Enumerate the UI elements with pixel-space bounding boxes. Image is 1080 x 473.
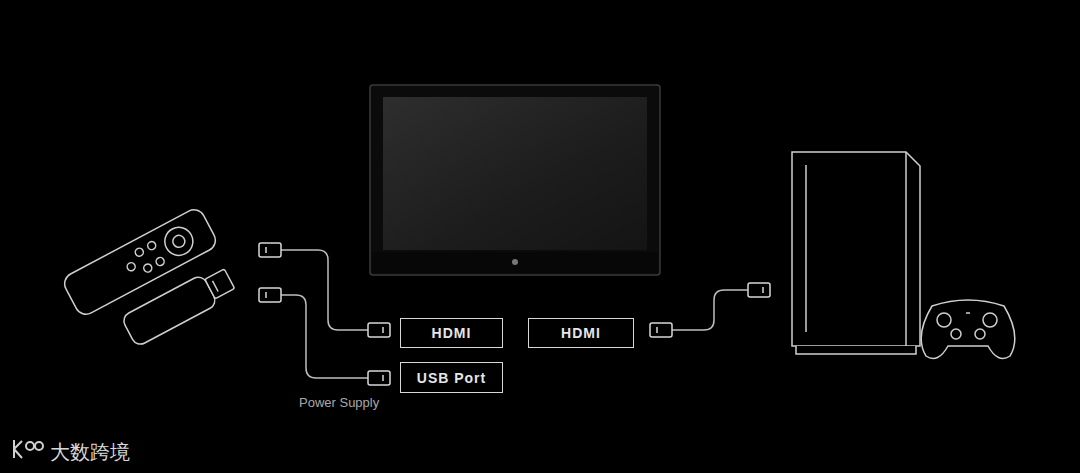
port-label: USB Port: [417, 370, 486, 386]
power-label: Power Supply: [299, 395, 379, 410]
cables: [281, 250, 748, 378]
game-console: [792, 152, 920, 354]
port-label: HDMI: [561, 325, 601, 341]
controller: [921, 300, 1015, 358]
port-label: HDMI: [432, 325, 472, 341]
monitor: [370, 85, 660, 275]
streaming-stick: [121, 264, 238, 348]
port-box: HDMI: [528, 318, 634, 348]
watermark-logo: [14, 440, 43, 458]
plugs: [259, 243, 770, 385]
port-box: HDMI: [400, 318, 503, 348]
watermark: 大数跨境: [50, 439, 130, 466]
port-box: USB Port: [400, 362, 503, 393]
